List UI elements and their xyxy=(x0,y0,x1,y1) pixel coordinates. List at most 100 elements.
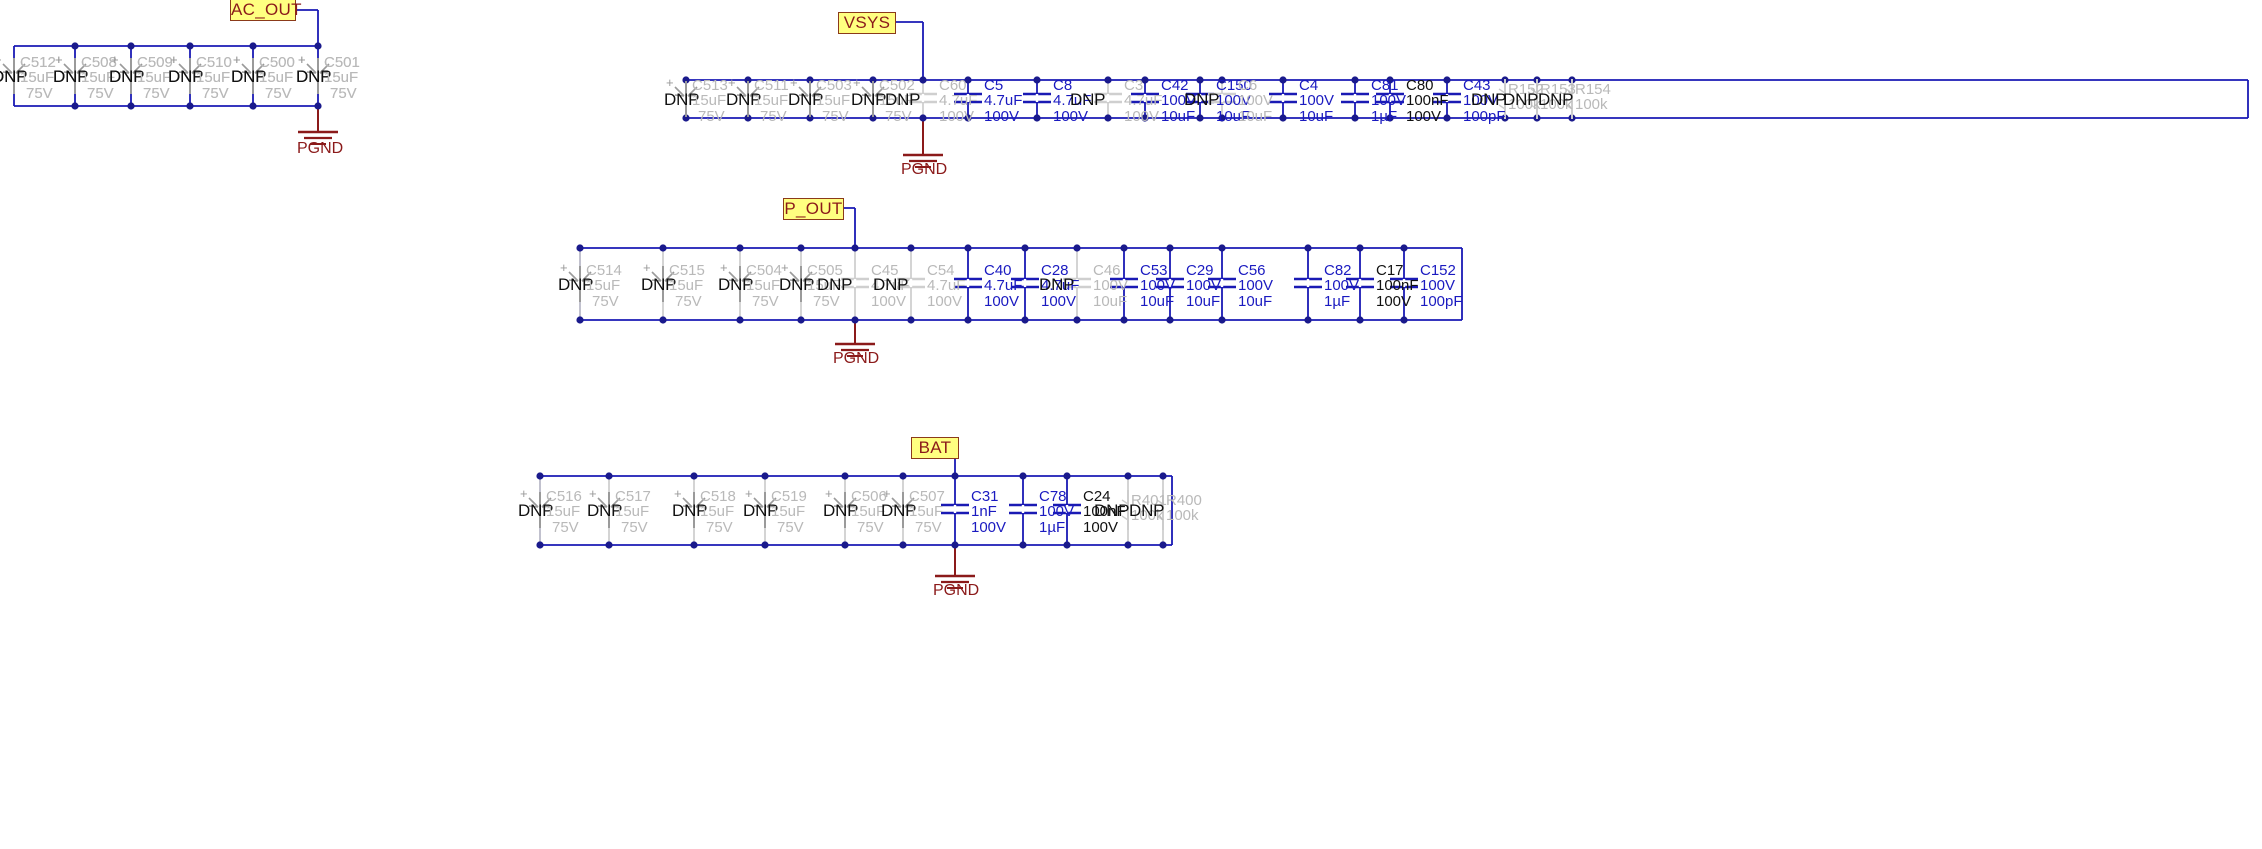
ref-des-C512: C512 xyxy=(20,54,56,71)
rating-C502: 75V xyxy=(885,108,912,125)
value-C8: 4.7uF xyxy=(1053,92,1092,109)
dnp-marker-C504: DNP xyxy=(718,275,754,294)
polarity-plus-C514: + xyxy=(560,260,568,275)
value-C40: 4.7uF xyxy=(984,277,1023,294)
ref-des-C60: C60 xyxy=(939,77,967,94)
rating-C80: 100V xyxy=(1406,108,1442,125)
polarity-plus-C500: + xyxy=(233,52,241,67)
ref-des-C510: C510 xyxy=(196,54,232,71)
value-C506: 15uF xyxy=(851,503,886,520)
net-label-ac-out[interactable]: AC_OUT xyxy=(230,0,302,21)
value-C46: 100V xyxy=(1093,277,1129,294)
ref-des-C42: C42 xyxy=(1161,77,1189,94)
bank-vsys-wires xyxy=(674,21,2249,168)
dnp-marker-R401: DNP xyxy=(1094,501,1130,520)
rating-C4: 10uF xyxy=(1299,108,1334,125)
ref-des-C28: C28 xyxy=(1041,262,1069,279)
ref-des-C509: C509 xyxy=(137,54,173,71)
ref-des-C515: C515 xyxy=(669,262,705,279)
ref-des-R152: R152 xyxy=(1508,81,1544,98)
value-C3: 4.7uF xyxy=(1124,92,1163,109)
rating-C40: 100V xyxy=(984,293,1020,310)
polarity-plus-C516: + xyxy=(520,486,528,501)
polarity-plus-C500: + xyxy=(233,52,241,67)
polarity-plus-C511: + xyxy=(728,75,736,90)
value-C514: 15uF xyxy=(586,277,621,294)
dnp-marker-C60: DNP xyxy=(885,90,921,109)
ref-des-C513: C513 xyxy=(692,77,728,94)
rating-C507: 75V xyxy=(915,519,942,536)
net-label-vsys[interactable]: VSYS xyxy=(838,12,896,34)
value-C24: 100nF xyxy=(1083,503,1126,520)
rating-C56: 10uF xyxy=(1238,293,1273,310)
value-C500: 15uF xyxy=(259,69,294,86)
value-C509: 15uF xyxy=(137,69,172,86)
value-C6: 100V xyxy=(1238,92,1274,109)
dnp-marker-C515: DNP xyxy=(641,275,677,294)
rating-C42: 10uF xyxy=(1161,108,1196,125)
ref-des-C501: C501 xyxy=(324,54,360,71)
value-C54: 4.7uF xyxy=(927,277,966,294)
ref-des-C508: C508 xyxy=(81,54,117,71)
value-C509: 15uF xyxy=(137,69,172,86)
rating-C517: 75V xyxy=(621,519,648,536)
rating-C509: 75V xyxy=(143,85,170,102)
ground-symbol-pout xyxy=(835,342,875,357)
value-C150: 100V xyxy=(1216,92,1252,109)
ref-des-C81: C81 xyxy=(1371,77,1399,94)
dnp-marker-C517: DNP xyxy=(587,501,623,520)
ref-des-C511: C511 xyxy=(754,77,789,94)
ref-des-C518: C518 xyxy=(700,488,736,505)
dnp-marker-C509: DNP xyxy=(109,67,145,86)
rating-C6: 10uF xyxy=(1238,108,1273,125)
value-C508: 15uF xyxy=(81,69,116,86)
ground-label-vsys: PGND xyxy=(901,161,948,178)
ref-des-C6: C6 xyxy=(1238,77,1258,94)
ref-des-C46: C46 xyxy=(1093,262,1121,279)
ref-des-C504: C504 xyxy=(746,262,782,279)
polarity-plus-C504: + xyxy=(720,260,728,275)
rating-C78: 1µF xyxy=(1039,519,1066,536)
rating-C60: 100V xyxy=(939,108,975,125)
polarity-plus-C502: + xyxy=(853,75,861,90)
polarity-plus-C505: + xyxy=(781,260,789,275)
value-C42: 100V xyxy=(1161,92,1197,109)
rating-C505: 75V xyxy=(813,293,840,310)
value-C512: 15uF xyxy=(20,69,55,86)
ref-des-C53: C53 xyxy=(1140,262,1168,279)
rating-C3: 100V xyxy=(1124,108,1160,125)
ref-des-C82: C82 xyxy=(1324,262,1352,279)
ref-des-C516: C516 xyxy=(546,488,582,505)
rating-C511: 75V xyxy=(760,108,787,125)
ref-des-C29: C29 xyxy=(1186,262,1214,279)
dnp-marker-C6: DNP xyxy=(1184,90,1220,109)
polarity-plus-C519: + xyxy=(745,486,753,501)
polarity-plus-C501: + xyxy=(298,52,306,67)
dnp-marker-C503: DNP xyxy=(788,90,824,109)
ref-des-C8: C8 xyxy=(1053,77,1073,94)
ref-des-C4: C4 xyxy=(1299,77,1319,94)
value-C516: 15uF xyxy=(546,503,581,520)
dnp-marker-C46: DNP xyxy=(1039,275,1075,294)
net-label-bat[interactable]: BAT xyxy=(911,437,959,459)
value-C60: 4.7uF xyxy=(939,92,978,109)
dnp-marker-R153: DNP xyxy=(1503,90,1539,109)
rating-C500: 75V xyxy=(265,85,292,102)
dnp-marker-C513: DNP xyxy=(664,90,700,109)
polarity-plus-C510: + xyxy=(170,52,178,67)
rating-C31: 100V xyxy=(971,519,1007,536)
value-C4: 100V xyxy=(1299,92,1335,109)
rating-C512: 75V xyxy=(26,85,53,102)
ref-des-C503: C503 xyxy=(816,77,852,94)
value-C45: 4.7uF xyxy=(871,277,910,294)
dnp-marker-C501: DNP xyxy=(296,67,332,86)
value-R400: 100k xyxy=(1166,507,1199,524)
value-C511: 15uF xyxy=(754,92,789,109)
value-C5: 4.7uF xyxy=(984,92,1023,109)
dnp-marker-C511: DNP xyxy=(726,90,762,109)
rating-C150: 10uF xyxy=(1216,108,1251,125)
rating-C510: 75V xyxy=(202,85,229,102)
value-C510: 15uF xyxy=(196,69,231,86)
value-C500: 15uF xyxy=(259,69,294,86)
net-label-p-out[interactable]: P_OUT xyxy=(783,198,844,220)
